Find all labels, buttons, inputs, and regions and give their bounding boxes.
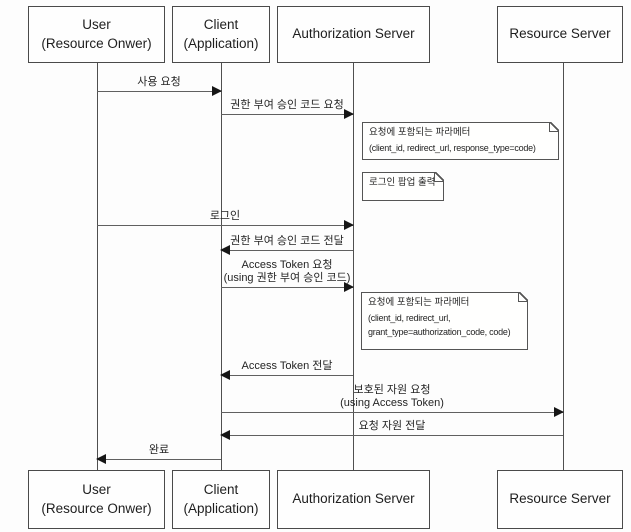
actor-client-top: Client (Application) bbox=[172, 6, 270, 63]
note-fold-icon bbox=[518, 292, 528, 302]
actor-subtitle: (Application) bbox=[183, 35, 259, 51]
note-line: grant_type=authorization_code, code) bbox=[368, 327, 511, 337]
arrow-protected-resource-request bbox=[221, 406, 564, 417]
note-login-popup: 로그인 팝업 출력 bbox=[362, 172, 444, 201]
actor-name: Resource Server bbox=[509, 26, 611, 42]
actor-resource-server-bottom: Resource Server bbox=[497, 470, 623, 529]
arrow-auth-code-delivery bbox=[220, 244, 353, 255]
actor-resource-server-top: Resource Server bbox=[497, 6, 623, 63]
actor-authorization-server-bottom: Authorization Server bbox=[277, 470, 430, 529]
arrow-access-token-request bbox=[221, 281, 354, 292]
label-login: 로그인 bbox=[209, 210, 241, 222]
label-protected-resource-request-sub: (using Access Token) bbox=[340, 397, 444, 409]
lifeline-resource-server bbox=[562, 63, 564, 470]
arrow-resource-delivery bbox=[220, 429, 563, 440]
actor-name: Client bbox=[203, 17, 239, 33]
actor-authorization-server-top: Authorization Server bbox=[277, 6, 430, 63]
label-auth-code-delivery: 권한 부여 승인 코드 전달 bbox=[230, 235, 344, 247]
actor-name: User bbox=[82, 482, 111, 498]
note-line: 로그인 팝업 출력 bbox=[369, 177, 436, 188]
actor-client-bottom: Client (Application) bbox=[172, 470, 270, 529]
actor-name: User bbox=[82, 17, 111, 33]
arrow-access-token-delivery bbox=[220, 369, 353, 380]
lifeline-client bbox=[220, 63, 222, 470]
label-usage-request: 사용 요청 bbox=[137, 76, 181, 88]
note-auth-request-params: 요청에 포함되는 파라메터 (client_id, redirect_url, … bbox=[362, 122, 559, 160]
note-token-request-params: 요청에 포함되는 파라메터 (client_id, redirect_url, … bbox=[361, 292, 528, 350]
arrow-login bbox=[97, 219, 354, 230]
label-protected-resource-request: 보호된 자원 요청 bbox=[353, 384, 431, 396]
note-fold-icon bbox=[549, 122, 559, 132]
lifeline-authorization-server bbox=[352, 63, 354, 470]
label-auth-code-request: 권한 부여 승인 코드 요청 bbox=[230, 99, 344, 111]
actor-name: Resource Server bbox=[509, 491, 611, 507]
note-line: 요청에 포함되는 파라메터 bbox=[368, 297, 470, 308]
arrow-auth-code-request bbox=[221, 108, 354, 119]
label-access-token-delivery: Access Token 전달 bbox=[241, 360, 333, 372]
label-complete: 완료 bbox=[148, 444, 170, 456]
actor-name: Authorization Server bbox=[292, 491, 415, 507]
note-fold-icon bbox=[434, 172, 444, 182]
label-resource-delivery: 요청 자원 전달 bbox=[358, 420, 426, 432]
actor-subtitle: (Resource Onwer) bbox=[41, 500, 152, 516]
lifeline-user bbox=[96, 63, 98, 470]
actor-name: Authorization Server bbox=[292, 26, 415, 42]
label-access-token-request: Access Token 요청 bbox=[241, 259, 333, 271]
arrow-complete bbox=[96, 453, 221, 464]
note-line: 요청에 포함되는 파라메터 bbox=[369, 127, 471, 138]
actor-user-bottom: User (Resource Onwer) bbox=[28, 470, 165, 529]
note-line: (client_id, redirect_url, bbox=[368, 312, 451, 323]
actor-name: Client bbox=[203, 482, 239, 498]
label-access-token-request-sub: (using 권한 부여 승인 코드) bbox=[223, 272, 351, 284]
actor-subtitle: (Resource Onwer) bbox=[41, 35, 152, 51]
note-line: (client_id, redirect_url, response_type=… bbox=[369, 142, 536, 153]
actor-user-top: User (Resource Onwer) bbox=[28, 6, 165, 63]
actor-subtitle: (Application) bbox=[183, 500, 259, 516]
arrow-usage-request bbox=[97, 85, 222, 96]
